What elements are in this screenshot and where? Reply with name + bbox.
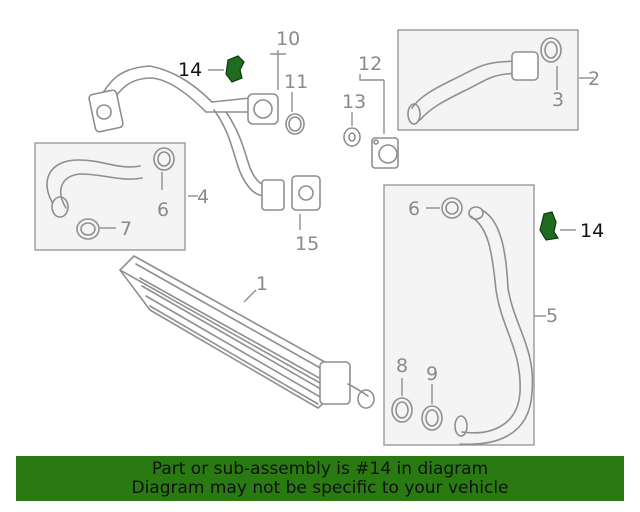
part-9-coupler (421, 405, 443, 431)
part-11-gasket (285, 113, 305, 135)
part-6-clamp-right (441, 197, 463, 219)
callout-14-right: 14 (580, 220, 604, 242)
part-6-clamp-left (153, 147, 175, 171)
callout-3: 3 (552, 89, 564, 111)
part-3-clamp (540, 37, 562, 63)
part-1-intercooler (119, 255, 375, 409)
callout-6-left: 6 (157, 199, 169, 221)
part-7-clamp (76, 218, 100, 240)
callout-12: 12 (358, 53, 382, 75)
callout-5: 5 (546, 305, 558, 327)
callout-9: 9 (426, 363, 438, 385)
part-2-pipe (407, 51, 539, 125)
upper-charge-pipe (88, 65, 285, 211)
callout-4: 4 (197, 186, 209, 208)
part-8-clamp (391, 397, 413, 423)
callout-2: 2 (588, 68, 600, 90)
info-banner: Part or sub-assembly is #14 in diagram D… (16, 456, 624, 501)
part-4-hose (46, 159, 143, 218)
part-5-pipe (454, 206, 534, 446)
part-14-highlight-right[interactable] (539, 211, 560, 241)
banner-line-1: Part or sub-assembly is #14 in diagram (151, 458, 489, 479)
callout-7: 7 (120, 218, 132, 240)
part-13-washer (343, 127, 361, 147)
box-part-2-group (397, 29, 579, 131)
part-14-highlight-upper[interactable] (225, 55, 245, 83)
callout-1: 1 (256, 273, 268, 295)
callout-11: 11 (284, 71, 308, 93)
callout-13: 13 (342, 91, 366, 113)
part-12-flange (371, 137, 399, 169)
callout-10: 10 (276, 28, 300, 50)
banner-line-2: Diagram may not be specific to your vehi… (131, 477, 509, 498)
callout-14-upper: 14 (178, 59, 202, 81)
callout-6-right: 6 (408, 198, 420, 220)
callout-15: 15 (295, 233, 319, 255)
callout-8: 8 (396, 355, 408, 377)
part-15-sensor (291, 175, 321, 211)
box-part-4-group (34, 142, 186, 251)
